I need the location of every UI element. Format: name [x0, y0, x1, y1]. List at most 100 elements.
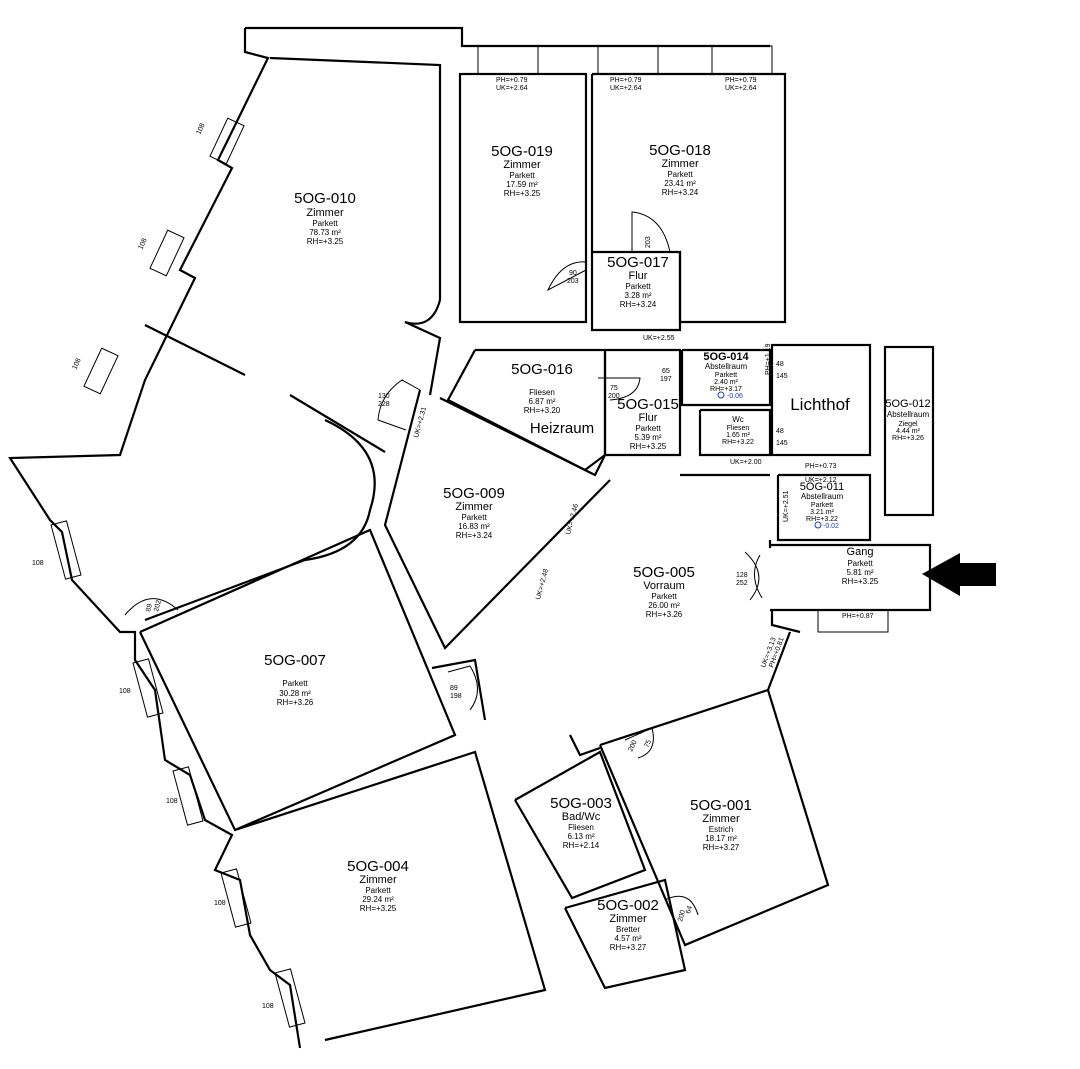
room-type: Zimmer [661, 158, 699, 170]
door-016-w: 75 [610, 385, 618, 392]
note-uk212: UK=+2.12 [805, 477, 837, 484]
door-001 [624, 727, 654, 759]
door-007-h: 202 [153, 599, 163, 612]
room-height: RH=+3.27 [610, 943, 647, 952]
room-type: Vorraum [643, 580, 685, 592]
door-009-h: 228 [378, 401, 390, 408]
room-floor: Parkett [847, 559, 873, 568]
room-floor: Parkett [365, 886, 391, 895]
room-height: RH=+3.20 [524, 406, 561, 415]
room-area: 5.81 m² [846, 568, 873, 577]
room-floor: Parkett [461, 513, 487, 522]
room-area: 18.17 m² [705, 834, 737, 843]
door-017-018 [631, 211, 671, 253]
door-007 [124, 598, 179, 616]
level-marker-icon [717, 391, 725, 399]
door-009-w: 130 [378, 393, 390, 400]
room-floor: Parkett [635, 424, 661, 433]
note-uk200: UK=+2.00 [730, 459, 762, 466]
room-floor: Fliesen [568, 823, 594, 832]
room-area: 23.41 m² [664, 179, 696, 188]
room-floor: Parkett [509, 171, 535, 180]
door-lichthof-b: 145 [776, 373, 788, 380]
door-wc-a: 48 [776, 428, 784, 435]
door-wc-b: 145 [776, 440, 788, 447]
room-height: RH=+3.24 [456, 531, 493, 540]
room-area: 6.13 m² [567, 832, 594, 841]
room-area: 4.57 m² [614, 934, 641, 943]
door-007-w: 89 [145, 603, 154, 612]
door-019-h: 203 [567, 278, 579, 285]
room-type: Abstellraum [801, 492, 844, 501]
room-type: Flur [629, 270, 648, 282]
door-lichthof-a: 48 [776, 361, 784, 368]
room-id: 5OG-011 [800, 481, 844, 493]
room-height: RH=+3.25 [842, 577, 879, 586]
window-dim-8: 108 [262, 1003, 274, 1010]
room-id: 5OG-007 [264, 652, 326, 669]
door-002 [664, 895, 699, 916]
room-floor: Ziegel [898, 421, 918, 428]
room-type: Zimmer [455, 501, 493, 513]
rooms-lower-right [514, 631, 830, 990]
room-type: Zimmer [702, 813, 740, 825]
note-uk248: UK=+2.48 [535, 568, 550, 600]
window-dim-6: 108 [166, 798, 178, 805]
room-floor: Fliesen [529, 388, 555, 397]
door-entry [744, 551, 763, 601]
room-labels: 5OG-010 Zimmer Parkett 78.73 m² RH=+3.25… [264, 142, 930, 952]
note-ph119: PH=+1.19 [765, 343, 772, 375]
door-entry-w: 128 [736, 572, 748, 579]
room-floor: Parkett [667, 170, 693, 179]
room-height: RH=+2.14 [563, 841, 600, 850]
room-height: RH=+3.22 [722, 439, 754, 446]
room-id: 5OG-017 [607, 254, 669, 271]
outer-walls [8, 26, 770, 1049]
room-area: 30.28 m² [279, 689, 311, 698]
room-id: 5OG-019 [491, 143, 553, 160]
room-area: 26.00 m² [648, 601, 680, 610]
window-dim-4: 108 [32, 560, 44, 567]
room-height: RH=+3.24 [620, 300, 657, 309]
room-type: Wc [732, 415, 744, 424]
room-id: 5OG-002 [597, 897, 659, 914]
room-floor: Parkett [715, 372, 737, 379]
room-height: RH=+3.25 [360, 904, 397, 913]
room-floor: Parkett [651, 592, 677, 601]
door-007b-h: 198 [450, 693, 462, 700]
sill-gang: PH=+0.87 [842, 613, 874, 620]
room-type: Bad/Wc [562, 811, 601, 823]
room-label-heizraum: Heizraum [530, 420, 594, 437]
room-height: RH=+3.25 [630, 442, 667, 451]
room-height: RH=+3.17 [710, 386, 742, 393]
room-height: RH=+3.27 [703, 843, 740, 852]
sill-018a: PH=+0.79 [610, 77, 642, 84]
door-009 [377, 379, 421, 431]
room-area: 1.65 m² [726, 432, 750, 439]
window-dim-1: 108 [195, 122, 206, 136]
room-floor: Parkett [625, 282, 651, 291]
room-type: Zimmer [609, 913, 647, 925]
door-entry-h: 252 [736, 580, 748, 587]
window-dim-7: 108 [214, 900, 226, 907]
window-dim-2: 108 [137, 237, 148, 251]
rooms-lower-left [139, 528, 547, 1042]
room-type: Abstellraum [705, 362, 748, 371]
room-floor: Estrich [709, 825, 733, 834]
room-017-walls [590, 252, 682, 332]
level-marker-icon [814, 521, 822, 529]
lintel-018a: UK=+2.64 [610, 85, 642, 92]
room-floor: Parkett [312, 219, 338, 228]
room-type: Zimmer [359, 874, 397, 886]
room-type: Gang [847, 546, 874, 558]
room-type: Flur [639, 412, 658, 424]
lintel-018b: UK=+2.64 [725, 85, 757, 92]
door-002-h: 200 [677, 909, 687, 922]
room-height: RH=+3.25 [504, 189, 541, 198]
room-floor: Parkett [282, 679, 308, 688]
room-id: 5OG-010 [294, 190, 356, 207]
door-007b [447, 665, 478, 711]
room-area: 2.40 m² [714, 379, 738, 386]
room-area: 3.28 m² [624, 291, 651, 300]
